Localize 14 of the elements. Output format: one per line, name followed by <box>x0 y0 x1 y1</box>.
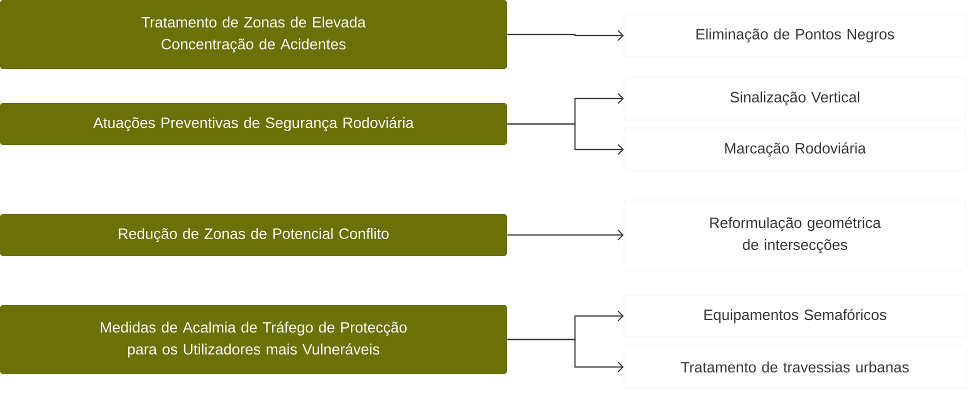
measure-box: Marcação Rodoviária <box>624 128 966 172</box>
arrow <box>507 230 624 240</box>
measure-box: Tratamento de travessias urbanas <box>624 346 966 388</box>
measure-box: Sinalização Vertical <box>624 76 966 120</box>
measure-box: Eliminação de Pontos Negros <box>624 14 966 58</box>
arrow <box>507 338 624 372</box>
category-box: Atuações Preventivas de Segurança Rodoviária <box>0 103 507 145</box>
category-box: Medidas de Acalmia de Tráfego de Protecção para os Utilizadores mais Vulneráveis <box>0 305 507 374</box>
measure-box: Reformulação geométrica de intersecções <box>624 200 966 270</box>
measure-box: Equipamentos Semafóricos <box>624 294 966 338</box>
arrow <box>507 123 624 155</box>
arrow <box>507 30 624 41</box>
category-box: Tratamento de Zonas de Elevada Concentração de Acidentes <box>0 0 507 69</box>
category-box: Redução de Zonas de Potencial Conflito <box>0 214 507 256</box>
